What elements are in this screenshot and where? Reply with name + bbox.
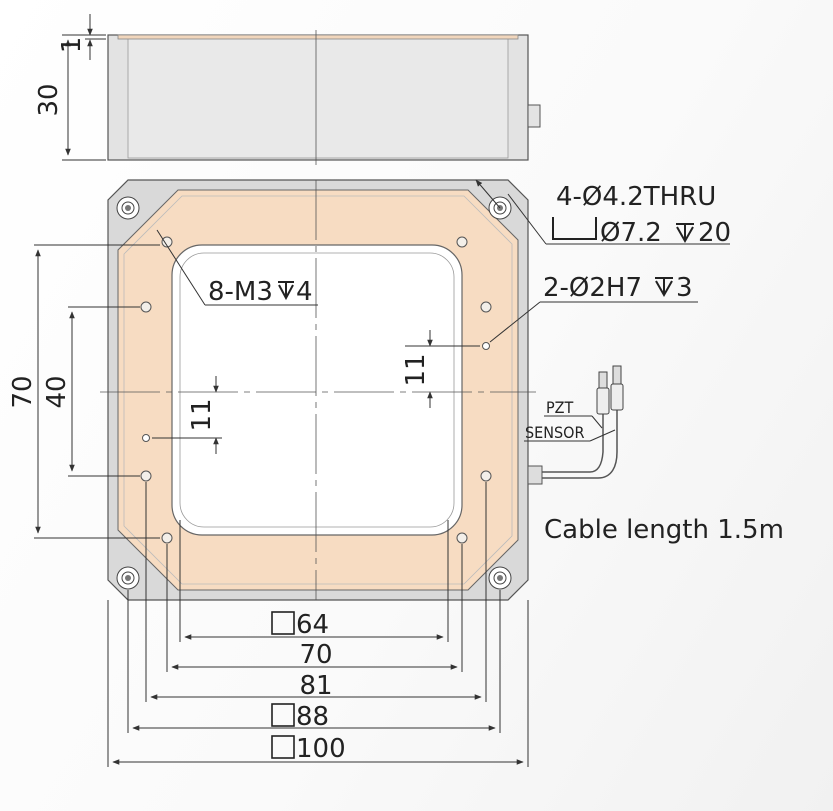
corner-hole (116, 566, 140, 590)
dim-aperture: 64 (296, 610, 329, 640)
connector-block (527, 465, 543, 485)
svg-text:11: 11 (401, 353, 431, 386)
dim-hole-pitch: 81 (299, 671, 332, 701)
dim-stage-size: 88 (296, 702, 329, 732)
callout-through-holes: 4-Ø4.2THRU Ø7.2 20 (475, 179, 731, 248)
tapped-depth: 4 (296, 277, 313, 307)
callout-pin-holes: 2-Ø2H7 3 (489, 273, 698, 343)
cable-labels: PZT SENSOR Cable length 1.5m (524, 398, 784, 545)
corner-hole (488, 566, 512, 590)
square-icon (271, 735, 295, 759)
dim-horizontal: 64 70 81 88 100 (107, 482, 529, 767)
depth-icon (655, 277, 673, 298)
pzt-label: PZT (546, 398, 574, 417)
dim-base-size: 100 (296, 734, 346, 764)
dim-vertical-40: 40 (42, 306, 140, 477)
tapped-hole (140, 236, 492, 544)
svg-text:11: 11 (187, 398, 217, 431)
through-holes-label: 4-Ø4.2THRU (556, 182, 716, 212)
side-connector (527, 104, 541, 128)
tapped-holes-label: 8-M3 (208, 277, 273, 307)
dim-vertical-11-right: 11 (401, 330, 480, 408)
counterbore-icon (552, 217, 597, 240)
square-icon (271, 611, 295, 635)
svg-text:40: 40 (42, 375, 72, 408)
top-view (100, 179, 624, 601)
dim-height: 30 (34, 83, 64, 116)
dim-vertical-70: 70 (8, 244, 160, 539)
svg-text:70: 70 (8, 375, 38, 408)
pin-holes-label: 2-Ø2H7 (543, 273, 642, 303)
counterbore-label: Ø7.2 (600, 218, 662, 248)
square-icon (271, 703, 295, 727)
sensor-label: SENSOR (525, 423, 584, 442)
counterbore-depth: 20 (698, 218, 731, 248)
pin-depth: 3 (676, 273, 693, 303)
cable-length-label: Cable length 1.5m (544, 515, 784, 545)
dim-top: 1 (57, 37, 87, 54)
corner-hole (116, 196, 140, 220)
side-view: 30 1 (34, 14, 541, 165)
callout-tapped-holes: 8-M3 4 (156, 229, 318, 307)
depth-icon (278, 281, 294, 301)
dim-vertical-11-left: 11 (152, 376, 222, 454)
pin-hole (142, 342, 490, 442)
depth-icon (676, 223, 694, 244)
connector-icon (596, 365, 624, 415)
dim-tapped-pitch: 70 (299, 640, 332, 670)
aperture (171, 244, 463, 536)
